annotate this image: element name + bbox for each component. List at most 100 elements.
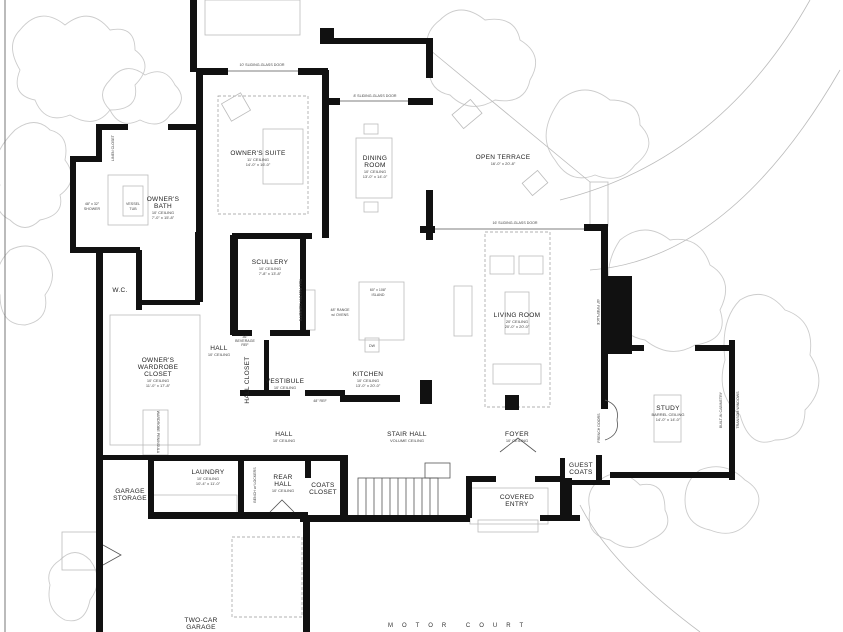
suite-sliding-door-label: 10' SLIDING-GLASS DOOR — [239, 63, 284, 67]
covered-entry-name2-label: ENTRY — [505, 501, 529, 508]
stair-hall-ceiling-label: VOLUME CEILING — [390, 438, 424, 443]
room-stair-hall: STAIR HALL VOLUME CEILING — [387, 431, 427, 443]
shower-sublabel: SHOWER — [84, 207, 101, 211]
door-labels: 10' SLIDING-GLASS DOOR 8' SLIDING-GLASS … — [102, 63, 618, 566]
room-dining: DINING ROOM 10' CEILING 13'-0" x 14'-0" — [363, 155, 388, 179]
scullery-name-label: SCULLERY — [252, 259, 289, 266]
bev-ref-label: 36" — [242, 335, 248, 339]
ref-label: 48" REF — [313, 399, 327, 403]
room-garage: TWO-CAR GARAGE — [184, 617, 217, 631]
room-kitchen: KITCHEN 10' CEILING 13'-0" x 20'-0" — [353, 371, 384, 388]
bev-ref-line2-label: BEVERAGE — [235, 339, 255, 343]
dining-ceiling-label: 10' CEILING — [364, 169, 386, 174]
wardrobe-name3-label: CLOSET — [144, 371, 172, 378]
room-vestibule: VESTIBULE 10' CEILING — [266, 378, 305, 390]
owners-bath-name1-label: OWNER'S — [147, 196, 180, 203]
room-garage-storage: GARAGE STORAGE — [113, 488, 147, 502]
built-in-label: BUILT-IN CABINETRY — [719, 391, 723, 428]
laundry-size-label: 10'-4" x 11'-0" — [196, 481, 221, 486]
room-coats-closet: COATS CLOSET — [309, 482, 337, 496]
owners-bath-name2-label: BATH — [154, 203, 172, 210]
garage-name2-label: GARAGE — [186, 624, 216, 631]
dining-size-label: 13'-0" x 14'-0" — [363, 174, 388, 179]
wc-label: W.C. — [112, 287, 127, 294]
living-size-label: 20'-0" x 20'-0" — [505, 324, 530, 329]
shower-label: 48" x 32" — [85, 202, 100, 206]
wardrobe-peninsula-label: WARDROBE PENINSULA — [156, 411, 160, 454]
coats-closet-name1-label: COATS — [311, 482, 335, 489]
room-study: STUDY BARREL CEILING 14'-0" x 14'-0" — [652, 405, 685, 422]
coats-closet-name2-label: CLOSET — [309, 489, 337, 496]
wardrobe-name1-label: OWNER'S — [142, 357, 175, 364]
foyer-ceiling-label: 10' CEILING — [506, 438, 528, 443]
guest-coats-name1-label: GUEST — [569, 462, 593, 469]
foyer-name-label: FOYER — [505, 431, 529, 438]
vestibule-name-label: VESTIBULE — [266, 378, 305, 385]
stair-hall-name-label: STAIR HALL — [387, 431, 427, 438]
guest-coats-name2-label: COATS — [569, 469, 593, 476]
dining-sliding-door-label: 8' SLIDING-GLASS DOOR — [353, 94, 396, 98]
study-size-label: 14'-0" x 14'-0" — [656, 417, 681, 422]
dw-label: DW — [369, 344, 376, 348]
walls — [70, 0, 735, 632]
french-doors-label: FRENCH DOORS — [597, 413, 601, 443]
kitchen-name-label: KITCHEN — [353, 371, 384, 378]
fireplace-label: 48" FIREPLACE — [596, 299, 600, 326]
range-sublabel: w/ OVENS — [331, 313, 349, 317]
staircase — [357, 462, 451, 519]
room-open-terrace: OPEN TERRACE 16'-0" x 20'-8" — [476, 154, 531, 166]
rear-hall-ceiling-label: 10' CEILING — [272, 488, 294, 493]
kitchen-ceiling-label: 10' CEILING — [357, 378, 379, 383]
terrace-name-label: OPEN TERRACE — [476, 154, 531, 161]
kitchen-size-label: 13'-0" x 20'-0" — [356, 383, 381, 388]
laundry-ceiling-label: 10' CEILING — [197, 476, 219, 481]
owners-bath-size-label: 7'-0" x 15'-8" — [152, 215, 175, 220]
hall-main-ceiling-label: 10' CEILING — [273, 438, 295, 443]
room-labels: OWNER'S SUITE 11' CEILING 14'-0" x 16'-0… — [84, 134, 740, 631]
living-ceiling-label: 20' CEILING — [506, 319, 528, 324]
tub-sublabel: TUB — [129, 207, 137, 211]
rear-hall-name2-label: HALL — [274, 481, 292, 488]
owners-suite-ceiling-label: 11' CEILING — [247, 157, 269, 162]
wardrobe-size-label: 11'-0" x 17'-8" — [146, 383, 171, 388]
study-name-label: STUDY — [656, 405, 680, 412]
wardrobe-name2-label: WARDROBE — [138, 364, 179, 371]
room-laundry: LAUNDRY 10' CEILING 10'-4" x 11'-0" — [191, 469, 224, 486]
bench-lockers-label: BENCH w/ LOCKERS — [253, 467, 257, 503]
room-living: LIVING ROOM 20' CEILING 20'-0" x 20'-0" — [494, 312, 541, 329]
fireplace-mass — [608, 276, 632, 354]
island-label: 60" x 108" — [370, 288, 387, 292]
linen-closet-label: LINEN CLOSET — [111, 134, 115, 161]
owners-bath-ceiling-label: 10' CEILING — [152, 210, 174, 215]
room-scullery: SCULLERY 10' CEILING 7'-8" x 13'-8" — [252, 259, 289, 276]
living-sliding-door-label: 16' SLIDING-GLASS DOOR — [492, 221, 537, 225]
room-owners-bath: OWNER'S BATH 10' CEILING 7'-0" x 15'-8" — [147, 196, 180, 220]
laundry-name-label: LAUNDRY — [191, 469, 224, 476]
hall-main-name-label: HALL — [275, 431, 293, 438]
wardrobe-ceiling-label: 10' CEILING — [147, 378, 169, 383]
room-hall-main: HALL 10' CEILING — [273, 431, 295, 443]
vestibule-ceiling-label: 10' CEILING — [274, 385, 296, 390]
motor-court-label: MOTOR COURT — [388, 623, 532, 629]
dining-name1-label: DINING — [363, 155, 388, 162]
island-sublabel: ISLAND — [372, 293, 385, 297]
scullery-ceiling-label: 10' CEILING — [259, 266, 281, 271]
bev-ref-line3-label: REF — [241, 343, 249, 347]
covered-entry-name1-label: COVERED — [500, 494, 534, 501]
hall-closet-label: HALL CLOSET — [244, 356, 251, 403]
study-ceiling-label: BARREL CEILING — [652, 412, 685, 417]
terrace-size-label: 16'-0" x 20'-8" — [491, 161, 516, 166]
garage-name1-label: TWO-CAR — [184, 617, 217, 624]
transom-label: TRANSOM WINDOWS — [736, 391, 740, 429]
garage-storage-name2-label: STORAGE — [113, 495, 147, 502]
room-covered-entry: COVERED ENTRY — [500, 494, 534, 508]
tub-label: VESSEL — [126, 202, 140, 206]
hall-side-name-label: HALL — [210, 345, 228, 352]
owners-suite-size-label: 14'-0" x 16'-0" — [246, 162, 271, 167]
living-name-label: LIVING ROOM — [494, 312, 541, 319]
pantry-label: TALL PANTRY CABINETS — [298, 279, 302, 322]
range-label: 48" RANGE — [330, 308, 350, 312]
room-rear-hall: REAR HALL 10' CEILING — [272, 474, 294, 493]
room-owners-suite: OWNER'S SUITE 11' CEILING 14'-0" x 16'-0… — [230, 150, 285, 167]
